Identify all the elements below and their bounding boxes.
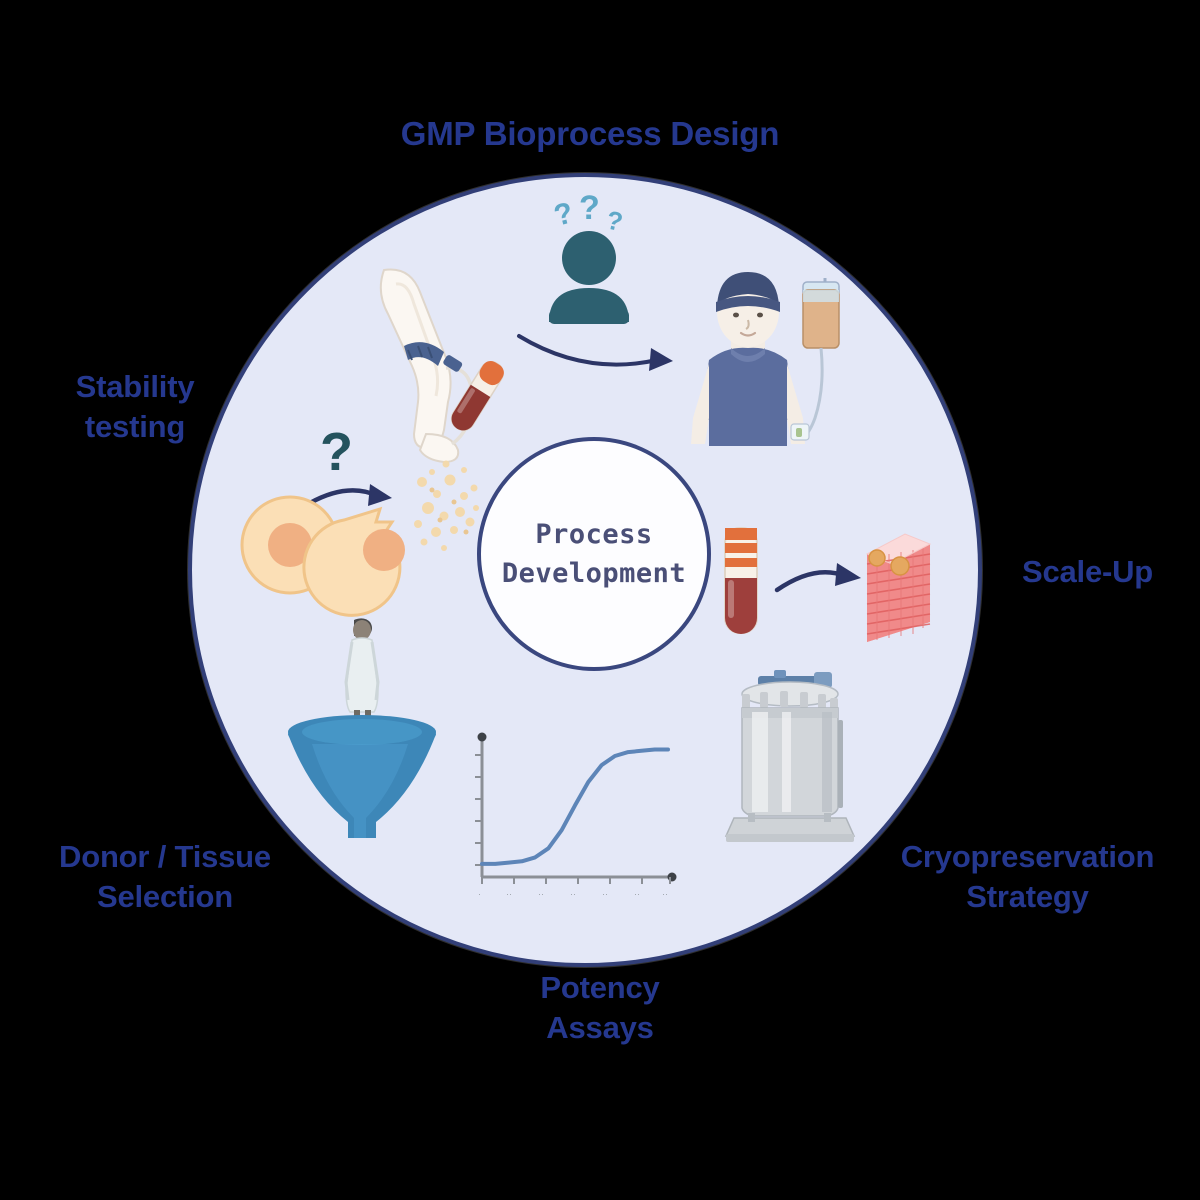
svg-text:··: ·· — [634, 889, 640, 899]
svg-text:··: ·· — [506, 889, 512, 899]
ring-label-stability-testing: Stability testing — [75, 369, 195, 444]
svg-text:?: ? — [604, 205, 626, 238]
ring-label-cryopreservation-strategy: Cryopreservation Strategy — [900, 839, 1155, 914]
svg-text:?: ? — [320, 422, 353, 482]
cryo-bioreactor-tank-icon — [718, 668, 863, 848]
blood-draw-arm-icon — [368, 262, 518, 464]
ring-label-scale-up: Scale-Up — [1021, 554, 1154, 589]
ring-label-potency-assays: Potency Assays — [540, 970, 660, 1045]
ring-label-gmp-bioprocess-design: GMP Bioprocess Design — [400, 115, 780, 152]
dose-response-curve-chart: · ·· ·· ·· ·· ·· ·· — [460, 725, 690, 905]
cell-degradation-icon: ? — [232, 420, 482, 617]
ring-label-donor-tissue-selection: Donor / Tissue Selection — [59, 839, 271, 914]
svg-text:··: ·· — [662, 889, 668, 899]
thinking-person-icon: ? ? ? — [527, 189, 667, 324]
center-hub: Process Development — [477, 437, 711, 671]
svg-text:··: ·· — [538, 889, 544, 899]
blood-tube-to-scaffold-icon — [715, 518, 932, 653]
center-hub-label: Process Development — [501, 518, 687, 589]
svg-text:?: ? — [551, 196, 577, 232]
patient-with-iv-icon — [675, 268, 845, 448]
patient-selection-funnel-icon — [282, 612, 442, 840]
arrow-person-to-patient-icon — [515, 330, 695, 380]
svg-text:?: ? — [579, 189, 600, 227]
svg-text:·: · — [478, 889, 481, 899]
svg-text:··: ·· — [602, 889, 608, 899]
svg-text:··: ·· — [570, 889, 576, 899]
